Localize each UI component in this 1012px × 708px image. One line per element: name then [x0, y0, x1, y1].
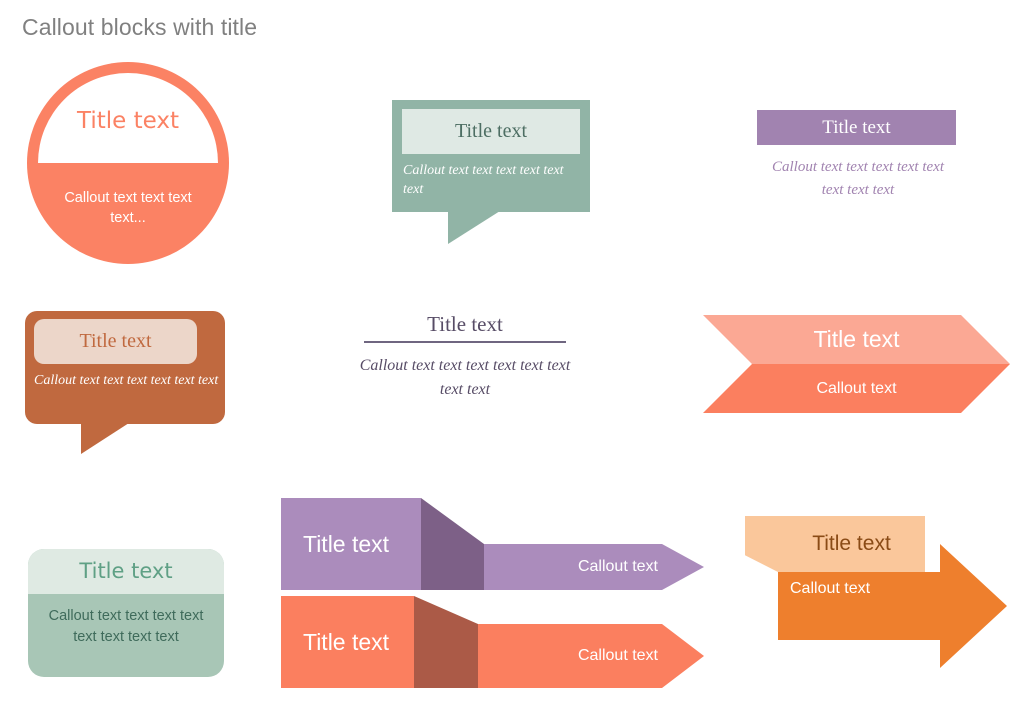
card-title-band: [28, 549, 224, 594]
callout-plain-text[interactable]: Title text Callout text text text text t…: [355, 312, 575, 402]
callout-salmon-chevron[interactable]: Title text Callout text: [703, 315, 1010, 413]
ribbon-title: Title text: [303, 531, 390, 557]
card-shape: [28, 549, 224, 677]
circle-title: Title text: [77, 108, 179, 134]
callout-green-bubble[interactable]: Title text Callout text text text text t…: [392, 100, 590, 244]
ribbon-title-tag: Title text: [281, 498, 421, 590]
chevron-title-band: [703, 315, 1010, 364]
bubble-title: Title text: [454, 120, 528, 142]
title-divider: [364, 341, 566, 343]
bubble-body-text: Callout text text text text text text: [403, 163, 564, 197]
arrow-title-banner: [745, 516, 925, 572]
plain-body-text: Callout text text text text text text te…: [359, 357, 571, 398]
ribbon-fold: [421, 498, 484, 590]
arrow-body-text: Callout text: [790, 580, 871, 597]
purple-title: Title text: [822, 117, 891, 138]
ribbon-title-tag: Title text: [281, 596, 414, 688]
plain-title: Title text: [427, 312, 503, 336]
callout-orange-arrow[interactable]: Title text Callout text: [745, 505, 1007, 685]
brown-title-box: Title text: [34, 319, 197, 364]
callout-green-card[interactable]: Title text Callout text text text text t…: [28, 549, 224, 677]
brown-title: Title text: [79, 330, 152, 352]
ribbon-fold: [414, 596, 478, 688]
ribbon-arrow: Callout text: [484, 544, 704, 590]
card-title: Title text: [79, 559, 173, 583]
callout-purple-ribbon[interactable]: Title text Callout text: [281, 498, 704, 590]
chevron-body-band: [703, 364, 1010, 413]
ribbon-body-text: Callout text: [577, 558, 658, 575]
callout-brown-bubble[interactable]: Title text Callout text text text text t…: [25, 311, 225, 454]
ribbon-arrow: Callout text: [478, 624, 704, 688]
brown-body-text: Callout text text text text text text: [34, 373, 219, 388]
ribbon-title: Title text: [303, 629, 390, 655]
callout-circle[interactable]: Title text Callout text text text text..…: [27, 62, 229, 264]
chevron-body-text: Callout text: [816, 380, 897, 397]
callout-salmon-ribbon[interactable]: Title text Callout text: [281, 596, 704, 688]
card-body-text: Callout text text text text text text te…: [48, 608, 204, 645]
bubble-tail: [448, 211, 500, 244]
circle-body-text: Callout text text text text...: [64, 190, 192, 226]
callout-purple-bar[interactable]: Title text Callout text text text text t…: [757, 110, 956, 210]
brown-bubble-tail: [81, 423, 129, 454]
ribbon-body-text: Callout text: [577, 647, 658, 664]
arrow-title: Title text: [812, 532, 891, 555]
purple-title-bar: Title text: [757, 110, 956, 145]
chevron-title: Title text: [813, 326, 900, 352]
bubble-title-box: Title text: [402, 109, 580, 154]
page-title: Callout blocks with title: [22, 14, 258, 40]
purple-body-text: Callout text text text text text text te…: [771, 159, 944, 198]
